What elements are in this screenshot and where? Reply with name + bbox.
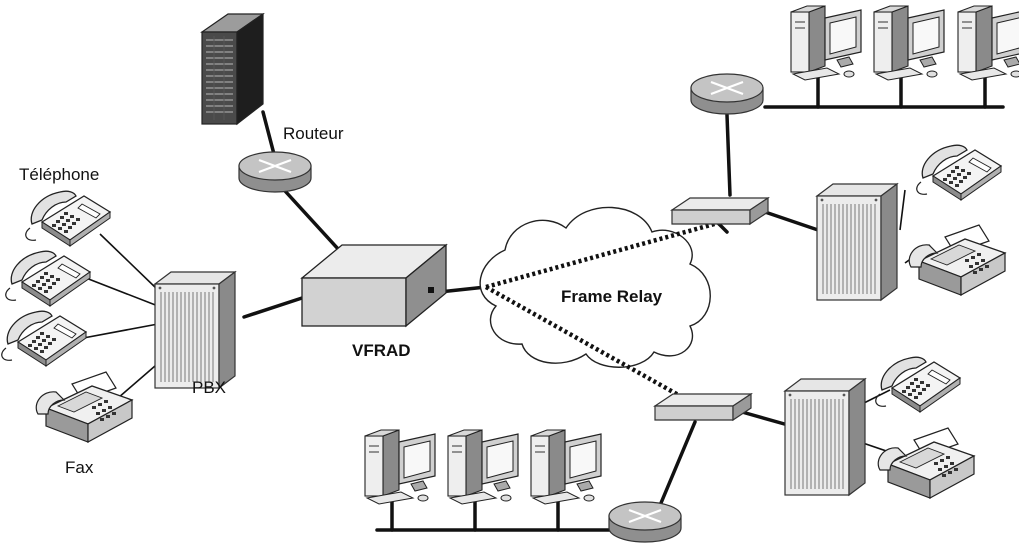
telephone-icon bbox=[25, 190, 111, 247]
fax-icon bbox=[35, 371, 133, 443]
frame-relay-cloud bbox=[479, 206, 711, 368]
router-icon bbox=[689, 72, 765, 116]
label-vfrad: VFRAD bbox=[352, 341, 411, 360]
pbx-icon bbox=[154, 271, 236, 389]
network-links bbox=[242, 71, 1005, 532]
fax-icon bbox=[908, 224, 1006, 296]
pbx-icon bbox=[816, 183, 898, 301]
label-routeur: Routeur bbox=[283, 124, 344, 143]
telephone-icon bbox=[5, 250, 91, 307]
router-icon bbox=[237, 150, 313, 194]
telephone-icon bbox=[875, 356, 961, 413]
label-telephone: Téléphone bbox=[19, 165, 100, 184]
telephone-icon bbox=[1, 310, 87, 367]
computer-icon bbox=[873, 5, 945, 81]
virtual-circuits bbox=[484, 220, 719, 399]
pbx-icon bbox=[784, 378, 866, 496]
label-frame-relay: Frame Relay bbox=[561, 287, 663, 306]
computer-icon bbox=[447, 429, 519, 505]
router-icon bbox=[607, 500, 683, 544]
computer-icon bbox=[957, 5, 1019, 81]
switch-icon bbox=[671, 197, 769, 225]
label-fax: Fax bbox=[65, 458, 94, 477]
computer-icon bbox=[790, 5, 862, 81]
label-pbx: PBX bbox=[192, 378, 227, 397]
telephone-icon bbox=[916, 144, 1002, 201]
server-icon bbox=[200, 12, 265, 126]
fax-icon bbox=[877, 427, 975, 499]
switch-icon bbox=[654, 393, 752, 421]
vfrad-device-icon bbox=[300, 243, 448, 328]
computer-icon bbox=[364, 429, 436, 505]
computer-icon bbox=[530, 429, 602, 505]
